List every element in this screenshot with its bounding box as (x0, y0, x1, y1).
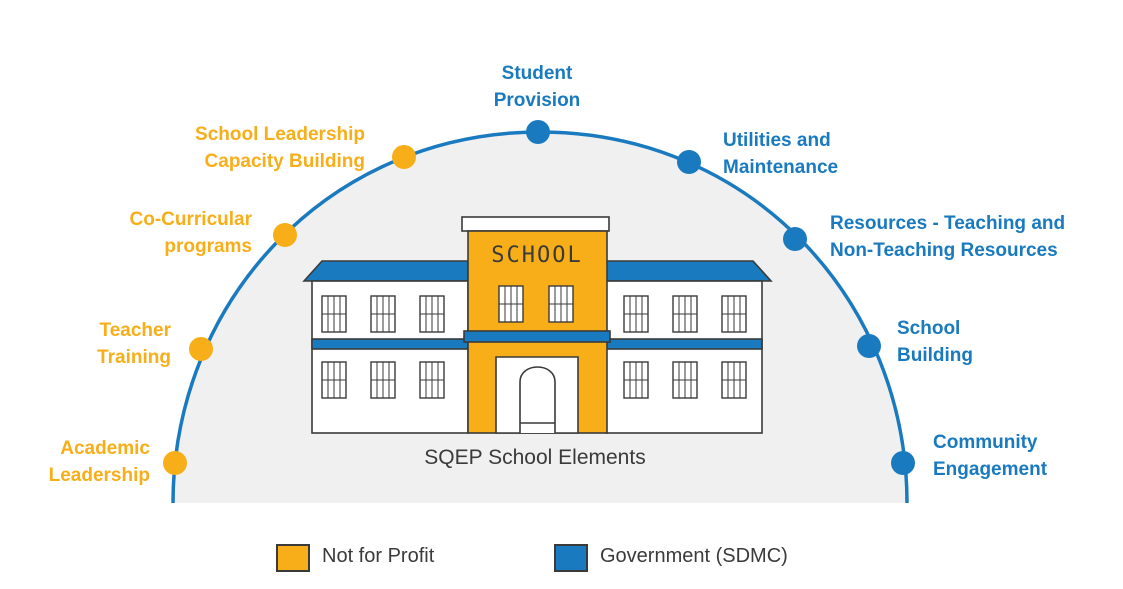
dot-co-curricular-programs (273, 223, 297, 247)
dot-teacher-training (189, 337, 213, 361)
window (419, 361, 445, 399)
dot-school-leadership-capacity-building (392, 145, 416, 169)
dot-academic-leadership (163, 451, 187, 475)
legend-label-government: Government (SDMC) (600, 545, 788, 567)
left-wing-roof (302, 260, 469, 282)
window (672, 361, 698, 399)
window (623, 361, 649, 399)
legend-label-not-for-profit: Not for Profit (322, 545, 435, 567)
window (623, 295, 649, 333)
left-wing-band (311, 338, 469, 350)
dot-utilities-and-maintenance (677, 150, 701, 174)
window (370, 361, 396, 399)
right-wing-band (605, 338, 763, 350)
window (321, 361, 347, 399)
tower-ledge (461, 216, 610, 232)
window (721, 361, 747, 399)
tower-band (463, 330, 611, 343)
window (672, 295, 698, 333)
school-sign: SCHOOL (491, 243, 582, 268)
dot-school-building (857, 334, 881, 358)
window (548, 285, 574, 323)
windows (321, 285, 747, 399)
window (370, 295, 396, 333)
legend-swatch-government (554, 544, 588, 572)
window (498, 285, 524, 323)
right-wing-roof (605, 260, 773, 282)
window (321, 295, 347, 333)
dot-resources (783, 227, 807, 251)
door-arch (519, 366, 556, 433)
diagram-title: SQEP School Elements (424, 446, 646, 469)
legend-swatch-not-for-profit (276, 544, 310, 572)
dot-community-engagement (891, 451, 915, 475)
dot-student-provision (526, 120, 550, 144)
window (721, 295, 747, 333)
window (419, 295, 445, 333)
